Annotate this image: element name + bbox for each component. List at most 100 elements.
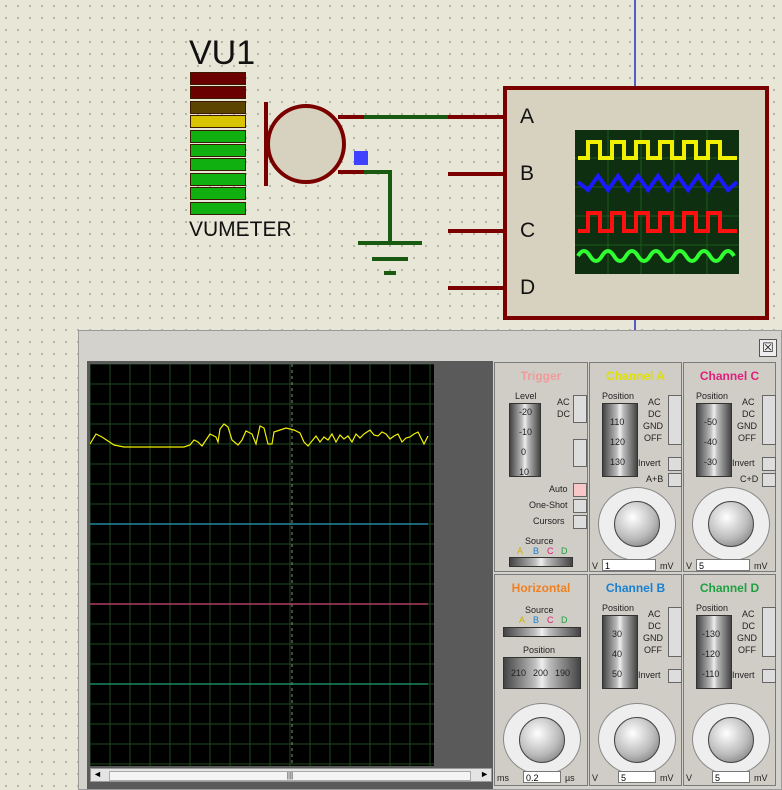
channel-d-position-slider[interactable]: [696, 615, 732, 689]
channel-a-position-slider[interactable]: [602, 403, 638, 477]
channel-b-unit: mV: [660, 773, 674, 783]
timebase-value[interactable]: 0.2: [523, 771, 561, 783]
scroll-right-icon[interactable]: ►: [480, 769, 489, 779]
channel-d-title: Channel D: [699, 581, 760, 595]
scrollbar-thumb[interactable]: |||: [109, 771, 471, 781]
component-type: VUMETER: [189, 218, 292, 241]
channel-c-invert-button[interactable]: [762, 457, 776, 471]
channel-d-volts-knob[interactable]: [708, 717, 754, 763]
channel-c-tick: -30: [704, 457, 718, 467]
cursors-label: Cursors: [533, 516, 565, 526]
schematic-canvas: [264, 0, 769, 330]
vu-segment: [190, 158, 246, 172]
channel-c-volts-knob[interactable]: [708, 501, 754, 547]
trigger-edge-switch[interactable]: [573, 439, 587, 467]
vu-segment: [190, 72, 246, 85]
channel-c-coupling-switch[interactable]: [762, 395, 776, 445]
channel-c-volts-value[interactable]: 5: [696, 559, 750, 571]
vu-segment: [190, 115, 246, 129]
channel-c-off: OFF: [738, 433, 756, 443]
channel-b-volts-value[interactable]: 5: [618, 771, 656, 783]
horizontal-position-slider[interactable]: [503, 657, 581, 689]
trigger-source-a: A: [517, 546, 524, 556]
horizontal-tick: 190: [555, 668, 571, 678]
channel-b-tick: 30: [612, 629, 623, 639]
trigger-title: Trigger: [520, 369, 562, 383]
channel-a-gnd: GND: [643, 421, 663, 431]
channel-b-coupling-switch[interactable]: [668, 607, 682, 657]
channel-b-panel: Channel B Position 30 40 50 AC DC GND OF…: [589, 574, 682, 786]
trigger-coupling-switch[interactable]: [573, 395, 587, 423]
channel-a-dc: DC: [648, 409, 661, 419]
scroll-left-icon[interactable]: ◄: [93, 769, 102, 779]
channel-c-tick: -50: [704, 417, 718, 427]
horizontal-source-slider[interactable]: [503, 627, 581, 637]
channel-d-dc: DC: [742, 621, 755, 631]
vu-segment: [190, 172, 246, 186]
channel-d-invert-button[interactable]: [762, 669, 776, 683]
component-ref: VU1: [189, 34, 256, 72]
channel-b-ac: AC: [648, 609, 661, 619]
trigger-source-slider[interactable]: [509, 557, 573, 567]
channel-b-position-slider[interactable]: [602, 615, 638, 689]
channel-b-invert-label: Invert: [638, 670, 661, 680]
channel-a-position-label: Position: [602, 391, 635, 401]
channel-d-tick: -120: [702, 649, 721, 659]
channel-d-coupling-switch[interactable]: [762, 607, 776, 657]
scope-screen: [90, 364, 434, 766]
trigger-tick: -10: [519, 427, 533, 437]
channel-b-unit-left: V: [592, 773, 599, 783]
channel-a-combine-button[interactable]: [668, 473, 682, 487]
trigger-ac-label: AC: [557, 397, 570, 407]
trigger-tick: -20: [519, 407, 533, 417]
channel-c-unit: mV: [754, 561, 768, 571]
channel-a-ac: AC: [648, 397, 661, 407]
channel-c-combine-label: C+D: [740, 474, 759, 484]
trigger-level-label: Level: [515, 391, 537, 401]
horizontal-source-c: C: [547, 615, 554, 625]
port-d-label: D: [520, 276, 536, 299]
channel-b-gnd: GND: [643, 633, 663, 643]
channel-a-tick: 130: [610, 457, 626, 467]
auto-label: Auto: [549, 484, 568, 494]
trigger-source-c: C: [547, 546, 554, 556]
channel-b-title: Channel B: [605, 581, 666, 595]
vu-segment: [190, 86, 246, 100]
horizontal-source-a: A: [519, 615, 526, 625]
horizontal-scrollbar[interactable]: ◄ ||| ►: [90, 768, 492, 782]
close-icon[interactable]: ☒: [759, 339, 777, 357]
channel-a-tick: 120: [610, 437, 626, 447]
horizontal-source-label: Source: [525, 605, 554, 615]
channel-a-tick: 110: [610, 417, 625, 427]
port-b-label: B: [520, 162, 535, 185]
channel-a-volts-knob[interactable]: [614, 501, 660, 547]
horizontal-title: Horizontal: [511, 581, 571, 595]
trigger-panel: Trigger Level -20 -10 0 10 AC DC Auto On…: [494, 362, 588, 572]
channel-c-title: Channel C: [699, 369, 760, 383]
cursors-button[interactable]: [573, 515, 587, 529]
vu-segment: [190, 187, 246, 201]
channel-b-volts-knob[interactable]: [614, 717, 660, 763]
channel-a-volts-value[interactable]: 1: [602, 559, 656, 571]
channel-a-invert-button[interactable]: [668, 457, 682, 471]
channel-b-position-label: Position: [602, 603, 635, 613]
horizontal-tick: 200: [533, 668, 549, 678]
trigger-level-slider[interactable]: [509, 403, 541, 477]
one-shot-button[interactable]: [573, 499, 587, 513]
horizontal-panel: Horizontal Source A B C D Position 210 2…: [494, 574, 588, 786]
horizontal-unit: µs: [565, 773, 575, 783]
channel-a-combine-label: A+B: [646, 474, 664, 484]
vu-segment: [190, 144, 246, 157]
channel-c-gnd: GND: [737, 421, 757, 431]
channel-a-coupling-switch[interactable]: [668, 395, 682, 445]
channel-d-volts-value[interactable]: 5: [712, 771, 750, 783]
trigger-source-d: D: [561, 546, 568, 556]
channel-d-unit-left: V: [686, 773, 693, 783]
channel-b-invert-button[interactable]: [668, 669, 682, 683]
channel-c-combine-button[interactable]: [762, 473, 776, 487]
auto-button[interactable]: [573, 483, 587, 497]
channel-d-gnd: GND: [737, 633, 757, 643]
channel-c-position-slider[interactable]: [696, 403, 732, 477]
channel-d-position-label: Position: [696, 603, 729, 613]
timebase-knob[interactable]: [519, 717, 565, 763]
